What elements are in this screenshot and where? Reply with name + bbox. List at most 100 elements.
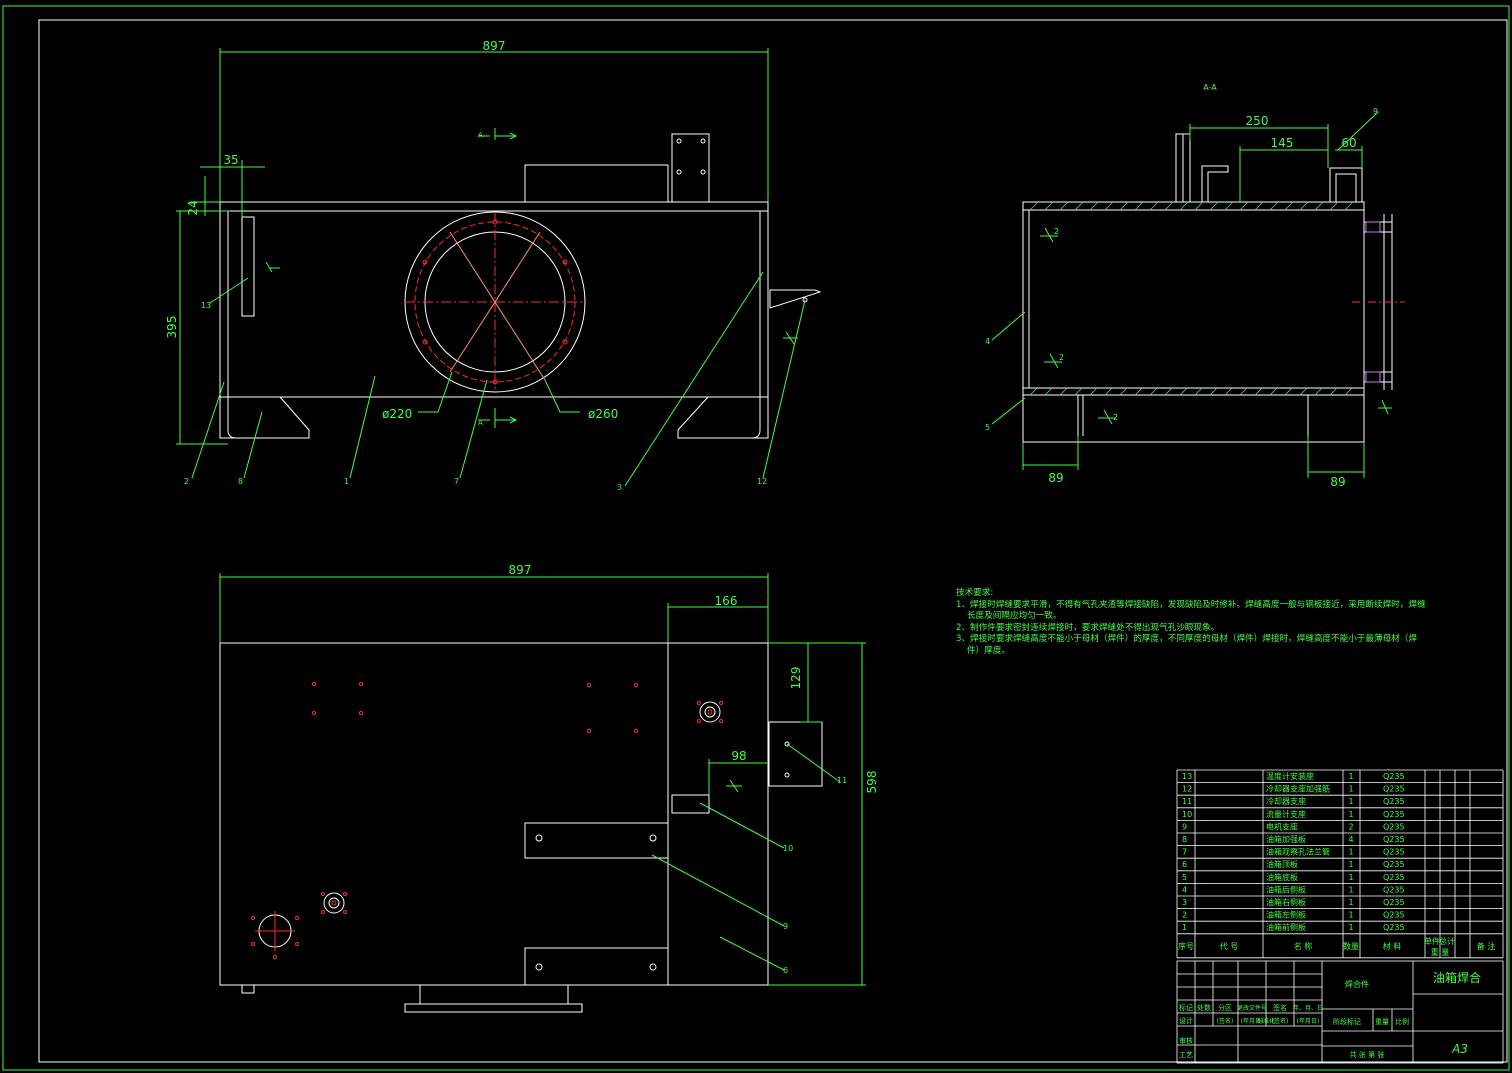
weld-symbol-3: 2 — [1113, 413, 1118, 422]
bom-row-qty: 2 — [1348, 822, 1353, 831]
front-thermometer-seat — [241, 216, 255, 317]
balloon-front-12: 12 — [757, 477, 767, 486]
bom-header-weight: 重 量 — [1431, 947, 1450, 957]
bom-row-no: 5 — [1182, 873, 1187, 882]
inner-frame — [38, 19, 1508, 1063]
bom-row-material: Q235 — [1383, 797, 1405, 806]
bom-row-name: 油箱前侧板 — [1266, 922, 1306, 932]
balloon-front-2: 2 — [184, 477, 189, 486]
dim-side-145: 145 — [1271, 136, 1294, 150]
bom-header-remark: 备 注 — [1477, 941, 1496, 951]
dim-front-width: 897 — [483, 39, 506, 53]
bom-row-qty: 1 — [1348, 873, 1353, 882]
section-hatching — [1029, 201, 1354, 396]
bom-row-no: 1 — [1182, 923, 1187, 932]
bom-row-material: Q235 — [1383, 835, 1405, 844]
bom-row-material: Q235 — [1383, 911, 1405, 920]
bom-header-total: 总计 — [1439, 936, 1455, 946]
notes-line-2: 长度及间隔应均匀一致。 — [956, 611, 1062, 621]
bom-row-material: Q235 — [1383, 885, 1405, 894]
bom-header-name: 名 称 — [1294, 941, 1313, 951]
bom-row-name: 油箱底板 — [1266, 872, 1298, 882]
bom-row-qty: 1 — [1348, 810, 1353, 819]
dim-side-89-right: 89 — [1330, 475, 1345, 489]
tb-sign2: (签名) — [1217, 1017, 1234, 1025]
dim-phi260: ø260 — [588, 407, 618, 421]
balloon-side-4: 4 — [985, 337, 990, 346]
bom-row-qty: 1 — [1348, 911, 1353, 920]
bom-row-name: 油箱右侧板 — [1266, 897, 1306, 907]
bom-row-qty: 1 — [1348, 860, 1353, 869]
balloon-front-1: 1 — [344, 477, 349, 486]
bom-row-material: Q235 — [1383, 898, 1405, 907]
section-dimensions — [991, 111, 1392, 478]
tb-assembly: 焊合件 — [1345, 979, 1369, 989]
notes-line-5: 件）厚度。 — [956, 645, 1010, 656]
title-block-grid — [1176, 960, 1504, 1064]
bom-row-qty: 1 — [1348, 772, 1353, 781]
dim-phi220: ø220 — [382, 407, 412, 421]
technical-notes: 技术要求: 1、焊接时焊缝要求平滑，不得有气孔夹渣等焊接缺陷，发现缺陷及时修补。… — [956, 588, 1512, 657]
notes-line-1: 1、焊接时焊缝要求平滑，不得有气孔夹渣等焊接缺陷，发现缺陷及时修补。焊缝高度一般… — [956, 599, 1426, 610]
bom-row-name: 流量计支座 — [1266, 809, 1306, 819]
balloon-plan-9: 9 — [783, 922, 788, 931]
tb-date2: (年月日) — [1241, 1017, 1264, 1025]
bom-header-no: 序号 — [1178, 941, 1194, 951]
bom-row-material: Q235 — [1383, 772, 1405, 781]
bom-row-name: 温度计安装座 — [1266, 771, 1314, 781]
notes-title: 技术要求: — [956, 588, 994, 598]
bom-row-no: 9 — [1182, 822, 1187, 831]
bom-row-name: 油箱左侧板 — [1266, 910, 1306, 920]
notes-line-3: 2、制作件要求密封连续焊接时，要求焊缝处不得出现气孔沙眼现象。 — [956, 622, 1220, 633]
outer-frame — [2, 5, 1510, 1071]
dim-side-250: 250 — [1246, 114, 1269, 128]
dim-front-24: 24 — [186, 200, 200, 215]
front-top-box — [524, 164, 669, 203]
tb-process: 工艺 — [1179, 1051, 1193, 1059]
plan-dimensions — [219, 573, 866, 986]
bom-row-no: 7 — [1182, 848, 1187, 857]
bom-row-name: 油箱顶板 — [1266, 859, 1298, 869]
front-leg-left — [219, 396, 310, 439]
front-flange-diameter-lines — [449, 231, 546, 381]
bom-row-qty: 1 — [1348, 785, 1353, 794]
tb-sheet-size: A3 — [1451, 1042, 1468, 1056]
dim-plan-width: 897 — [509, 563, 532, 577]
tb-drawing-name: 油箱焊合 — [1433, 970, 1481, 985]
tb-count: 处数 — [1197, 1003, 1211, 1012]
front-dimensions — [176, 48, 769, 445]
bom-row-no: 3 — [1182, 898, 1187, 907]
bom-row-qty: 1 — [1348, 797, 1353, 806]
bom-row-name: 油箱加强板 — [1266, 834, 1306, 844]
tb-std: 标准化 — [1257, 1017, 1275, 1025]
bom-row-name: 油箱观察孔法兰管 — [1266, 847, 1330, 857]
bom-row-qty: 1 — [1348, 885, 1353, 894]
tb-scale: 比例 — [1395, 1017, 1409, 1026]
plan-view — [219, 642, 823, 1013]
bom-row-material: Q235 — [1383, 785, 1405, 794]
section-flange — [1365, 221, 1381, 383]
bom-row-qty: 1 — [1348, 923, 1353, 932]
notes-line-4: 3、焊接时要求焊缝高度不能小于母材（焊件）的厚度，不同厚度的母材（焊件）焊接时，… — [956, 634, 1417, 644]
bom-row-qty: 1 — [1348, 898, 1353, 907]
bom-row-name: 油箱后侧板 — [1266, 884, 1306, 894]
tb-sheets: 共 张 第 张 — [1350, 1050, 1385, 1059]
tb-date: 年、月、日 — [1293, 1004, 1323, 1012]
bom-row-qty: 4 — [1348, 835, 1353, 844]
balloon-side-9: 9 — [1373, 107, 1378, 116]
bom-row-no: 11 — [1182, 797, 1192, 806]
tb-date3: (年月日) — [1297, 1017, 1320, 1025]
bom-row-name: 冷却器支座加强筋 — [1266, 784, 1330, 794]
balloon-plan-6: 6 — [783, 966, 788, 975]
bom-row-material: Q235 — [1383, 923, 1405, 932]
bom-row-material: Q235 — [1383, 848, 1405, 857]
balloon-front-13: 13 — [201, 301, 211, 310]
dim-front-395: 395 — [165, 316, 179, 339]
tb-sign: 签名 — [1273, 1003, 1287, 1012]
front-bracket-right — [769, 289, 822, 309]
bom-row-name: 电机支座 — [1266, 821, 1298, 831]
bom-table — [1176, 769, 1504, 959]
tb-stage: 阶段标记 — [1333, 1017, 1361, 1026]
balloon-front-7: 7 — [454, 477, 459, 486]
